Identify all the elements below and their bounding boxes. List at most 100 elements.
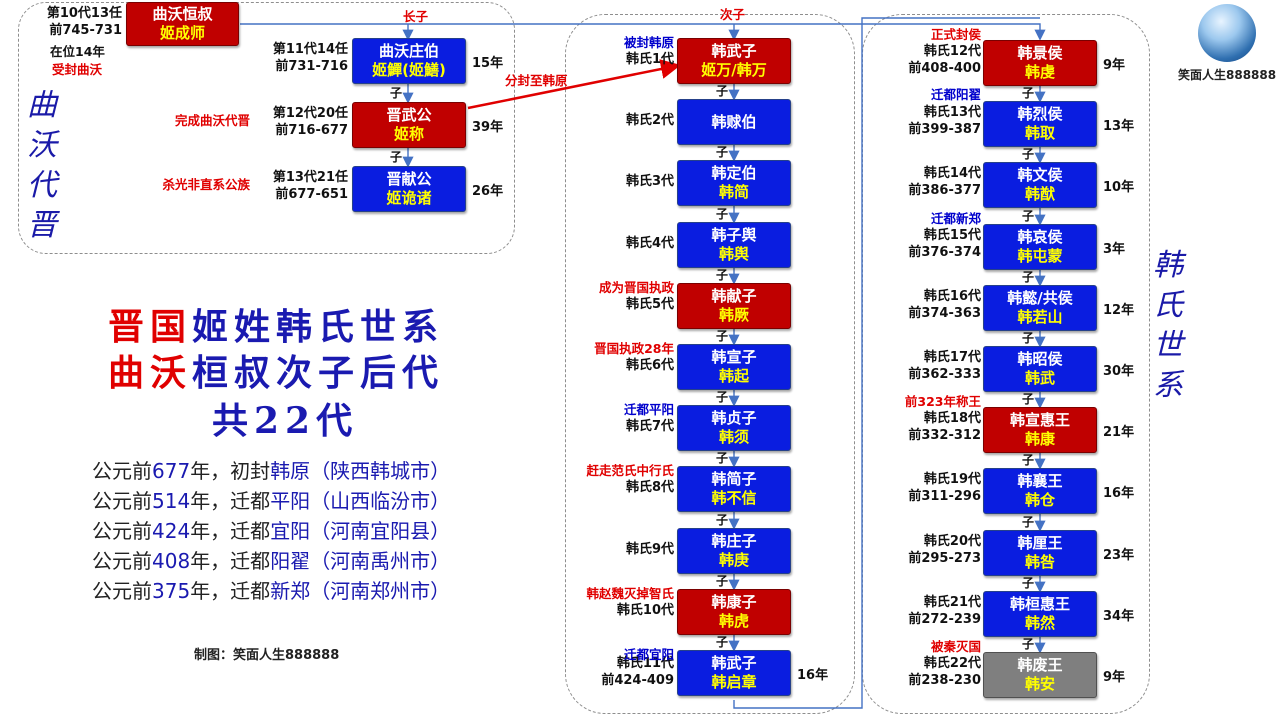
headline-line2: 曲沃桓叔次子后代: [108, 352, 445, 394]
node-title: 韩定伯: [711, 164, 757, 182]
reign-years: 16年: [1103, 486, 1135, 501]
node-title: 韩贞子: [711, 409, 757, 427]
node-col2-10[interactable]: 韩废王韩安: [983, 652, 1097, 698]
child-label: 子: [716, 145, 729, 159]
event-line: 公元前424年，迁都宜阳（河南宜阳县）: [92, 519, 451, 543]
node-name: 韩仓: [1024, 491, 1055, 509]
headline-line3: 共22代: [212, 400, 359, 442]
node-name: 韩庚: [718, 551, 749, 569]
node-col1-5[interactable]: 韩宣子韩起: [677, 344, 791, 390]
node-col1-7[interactable]: 韩简子韩不信: [677, 466, 791, 512]
child-label: 子: [716, 207, 729, 221]
gen-label: 韩氏22代前238-230: [908, 656, 981, 688]
node-quwo-huanshu[interactable]: 曲沃恒叔 姬成师: [126, 2, 239, 46]
node-name: 韩启章: [711, 673, 757, 691]
node-col2-7[interactable]: 韩襄王韩仓: [983, 468, 1097, 514]
event-note: 完成曲沃代晋: [174, 113, 250, 128]
node-col2-6[interactable]: 韩宣惠王韩康: [983, 407, 1097, 453]
node-title: 曲沃庄伯: [378, 42, 439, 60]
node-name: 韩不信: [711, 489, 757, 507]
node-name: 姬万/韩万: [701, 61, 767, 79]
node-title: 韩襄王: [1017, 472, 1063, 490]
node-title: 韩宣惠王: [1009, 411, 1070, 429]
node-title: 韩废王: [1017, 656, 1063, 674]
event-line: 公元前375年，迁都新郑（河南郑州市）: [92, 579, 451, 603]
reign-years: 26年: [472, 184, 504, 199]
node-title: 韩武子: [711, 42, 757, 60]
node-title: 韩献子: [711, 287, 757, 305]
child-label: 子: [716, 329, 729, 343]
node-col1-3[interactable]: 韩子舆韩舆: [677, 222, 791, 268]
node-col1-1[interactable]: 韩赇伯: [677, 99, 791, 145]
node-col2-2[interactable]: 韩文侯韩猷: [983, 162, 1097, 208]
fief-note-q10: 受封曲沃: [52, 62, 103, 77]
event-line: 公元前677年，初封韩原（陕西韩城市）: [92, 459, 451, 483]
gen-label: 韩氏18代前332-312: [908, 411, 981, 443]
gen-label: 韩氏8代: [625, 480, 674, 495]
gen-label: 第11代14任前731-716: [272, 42, 348, 74]
node-name: 韩屯蒙: [1017, 247, 1063, 265]
node-title: 韩赇伯: [711, 112, 757, 131]
node-quwo-nodes-2[interactable]: 晋武公姬称: [352, 102, 466, 148]
child-label: 子: [1022, 86, 1035, 100]
reign-years: 16年: [797, 668, 829, 683]
child-label: 子: [1022, 453, 1035, 467]
node-quwo-nodes-1[interactable]: 曲沃庄伯姬鱓(姬鱔): [352, 38, 466, 84]
node-col1-9[interactable]: 韩康子韩虎: [677, 589, 791, 635]
reign-note-q10: 在位14年: [50, 44, 105, 59]
reign-years: 13年: [1103, 119, 1135, 134]
gen-label: 韩氏17代前362-333: [908, 350, 981, 382]
node-col1-6[interactable]: 韩贞子韩须: [677, 405, 791, 451]
connector-bottom: [733, 17, 1040, 709]
reign-years: 3年: [1103, 242, 1126, 257]
gen-label: 韩氏21代前272-239: [908, 595, 981, 627]
node-title: 韩武子: [711, 654, 757, 672]
node-title: 韩子舆: [711, 226, 757, 244]
gen-label: 韩氏6代: [625, 358, 674, 373]
reign-years: 23年: [1103, 548, 1135, 563]
node-col1-8[interactable]: 韩庄子韩庚: [677, 528, 791, 574]
node-title: 韩简子: [711, 470, 757, 488]
reign-years: 39年: [472, 120, 504, 135]
gen-label: 韩氏4代: [625, 236, 674, 251]
event-note: 韩赵魏灭掉智氏: [586, 586, 674, 601]
gen-label: 韩氏14代前386-377: [908, 166, 981, 198]
child-label: 子: [1022, 637, 1035, 651]
node-name: 姬称: [393, 125, 424, 143]
node-col1-4[interactable]: 韩献子韩厥: [677, 283, 791, 329]
node-col2-1[interactable]: 韩烈侯韩取: [983, 101, 1097, 147]
event-note: 前323年称王: [904, 394, 981, 409]
node-title: 韩懿/共侯: [1007, 289, 1073, 307]
node-title: 韩桓惠王: [1009, 595, 1070, 613]
label-second: 次子: [720, 7, 746, 22]
node-name: 姬诡诸: [386, 189, 432, 207]
event-note: 迁都新郑: [930, 211, 981, 226]
child-label: 子: [1022, 392, 1035, 406]
gen-label: 韩氏1代: [625, 52, 674, 67]
node-col2-4[interactable]: 韩懿/共侯韩若山: [983, 285, 1097, 331]
node-col2-3[interactable]: 韩哀侯韩屯蒙: [983, 224, 1097, 270]
node-col2-0[interactable]: 韩景侯韩虔: [983, 40, 1097, 86]
node-col2-9[interactable]: 韩桓惠王韩然: [983, 591, 1097, 637]
node-col1-10[interactable]: 韩武子韩启章: [677, 650, 791, 696]
event-note: 晋国执政28年: [594, 341, 674, 356]
node-col2-8[interactable]: 韩厘王韩咎: [983, 530, 1097, 576]
node-title: 韩烈侯: [1017, 105, 1063, 123]
node-col1-2[interactable]: 韩定伯韩简: [677, 160, 791, 206]
node-name: 韩厥: [718, 306, 749, 324]
gen-label: 韩氏10代: [616, 603, 674, 618]
reign-years: 9年: [1103, 58, 1126, 73]
event-note: 赶走范氏中行氏: [586, 463, 674, 478]
node-quwo-nodes-3[interactable]: 晋献公姬诡诸: [352, 166, 466, 212]
label-fief: 分封至韩原: [505, 73, 568, 88]
node-name: 韩猷: [1024, 185, 1055, 203]
event-note: 成为晋国执政: [598, 280, 674, 295]
gen-label: 韩氏19代前311-296: [908, 472, 981, 504]
label-eldest: 长子: [403, 9, 429, 24]
node-col1-0[interactable]: 韩武子姬万/韩万: [677, 38, 791, 84]
node-col2-5[interactable]: 韩昭侯韩武: [983, 346, 1097, 392]
event-note: 被秦灭国: [930, 639, 981, 654]
headline-line1: 晋国姬姓韩氏世系: [108, 306, 445, 348]
node-title: 韩宣子: [711, 348, 757, 366]
